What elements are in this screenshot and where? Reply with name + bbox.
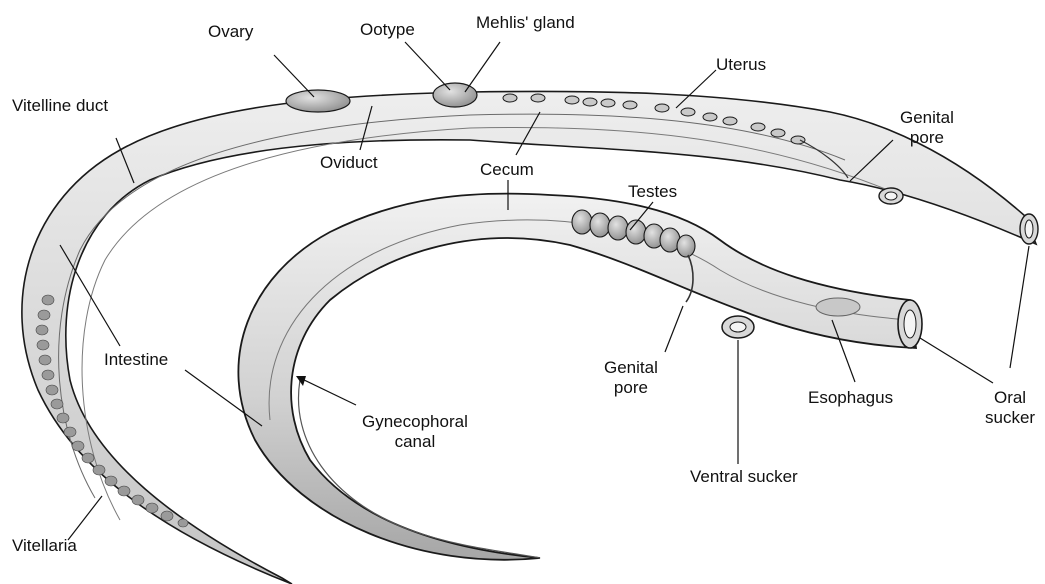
leader-ootype (405, 42, 450, 90)
label-cecum: Cecum (480, 160, 534, 180)
label-intestine: Intestine (104, 350, 168, 370)
label-genital-pore-male-line1: Genital (604, 358, 658, 378)
label-ventral-sucker: Ventral sucker (690, 467, 798, 487)
label-vitellaria: Vitellaria (12, 536, 77, 556)
ootype-organ (433, 83, 477, 107)
label-genital-pore-female: Genital pore (900, 108, 954, 148)
male-body (238, 194, 916, 560)
label-oral-sucker-line2: sucker (985, 408, 1035, 428)
leader-oral-sucker-2 (1010, 246, 1029, 368)
esophagus-organ (816, 298, 860, 316)
label-oviduct: Oviduct (320, 153, 378, 173)
label-gynecophoral-canal-line1: Gynecophoral (362, 412, 468, 432)
label-ovary: Ovary (208, 22, 253, 42)
label-genital-pore-female-line2: pore (900, 128, 954, 148)
label-oral-sucker: Oral sucker (985, 388, 1035, 428)
label-esophagus: Esophagus (808, 388, 893, 408)
label-mehlis-gland: Mehlis' gland (476, 13, 575, 33)
label-uterus: Uterus (716, 55, 766, 75)
leader-mehlis-gland (465, 42, 500, 92)
gynecophoral-canal-fold (298, 380, 540, 558)
label-ootype: Ootype (360, 20, 415, 40)
label-genital-pore-male-line2: pore (604, 378, 658, 398)
leader-genital-pore-male (665, 306, 683, 352)
label-genital-pore-male: Genital pore (604, 358, 658, 398)
label-vitelline-duct: Vitelline duct (12, 96, 108, 116)
label-genital-pore-female-line1: Genital (900, 108, 954, 128)
leader-ovary (274, 55, 314, 97)
label-oral-sucker-line1: Oral (985, 388, 1035, 408)
gynecophoral-arrowhead (296, 376, 306, 386)
leader-vitellaria (68, 496, 102, 540)
male-worm (238, 194, 922, 560)
label-testes: Testes (628, 182, 677, 202)
leader-oral-sucker-1 (920, 338, 993, 383)
label-gynecophoral-canal: Gynecophoral canal (362, 412, 468, 452)
leader-gynecophoral-canal (300, 378, 356, 405)
ovary-organ (286, 90, 350, 112)
label-gynecophoral-canal-line2: canal (362, 432, 468, 452)
